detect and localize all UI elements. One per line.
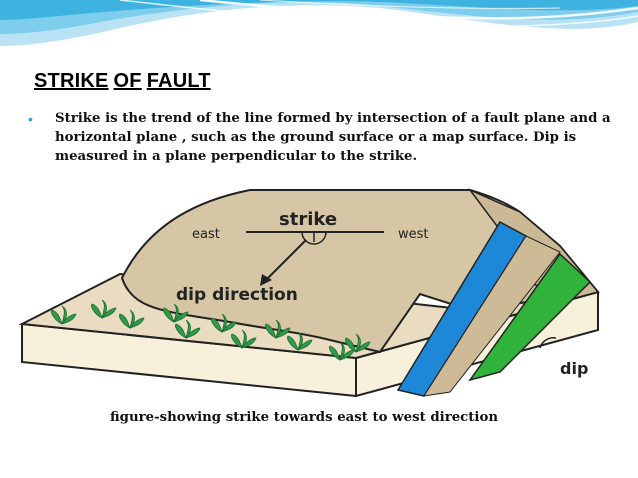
green-rock-layer xyxy=(468,252,592,382)
plant-icon xyxy=(175,319,201,340)
figure-caption: figure-showing strike towards east to we… xyxy=(110,410,498,425)
plant-icon xyxy=(231,329,257,350)
bullet-text: Strike is the trend of the line formed b… xyxy=(55,111,611,164)
plant-icon xyxy=(211,313,237,334)
title-word-of: OF xyxy=(113,70,142,92)
east-label: east xyxy=(192,227,220,242)
plant-icon xyxy=(287,331,313,352)
header-wave-decoration xyxy=(0,0,638,46)
plant-icons xyxy=(51,299,371,362)
strike-angle-mark xyxy=(301,231,327,245)
plant-icon xyxy=(91,299,117,320)
dip-angle-mark xyxy=(539,337,557,349)
plant-icon xyxy=(51,305,77,326)
dip-label: dip xyxy=(560,359,588,378)
title-word-strike: STRIKE xyxy=(34,70,109,92)
plant-icon xyxy=(265,319,291,340)
dip-direction-arrow xyxy=(263,239,307,283)
dip-direction-label: dip direction xyxy=(176,285,298,305)
west-label: west xyxy=(398,227,429,242)
title-word-fault: FAULT xyxy=(146,70,211,92)
bullet-dot-icon: • xyxy=(28,111,33,127)
plant-icon xyxy=(345,333,371,354)
plant-icon xyxy=(119,309,145,330)
strike-label: strike xyxy=(279,209,337,230)
plant-icon xyxy=(163,303,189,324)
fault-block-diagram: strike east west dip direction dip xyxy=(6,186,626,414)
